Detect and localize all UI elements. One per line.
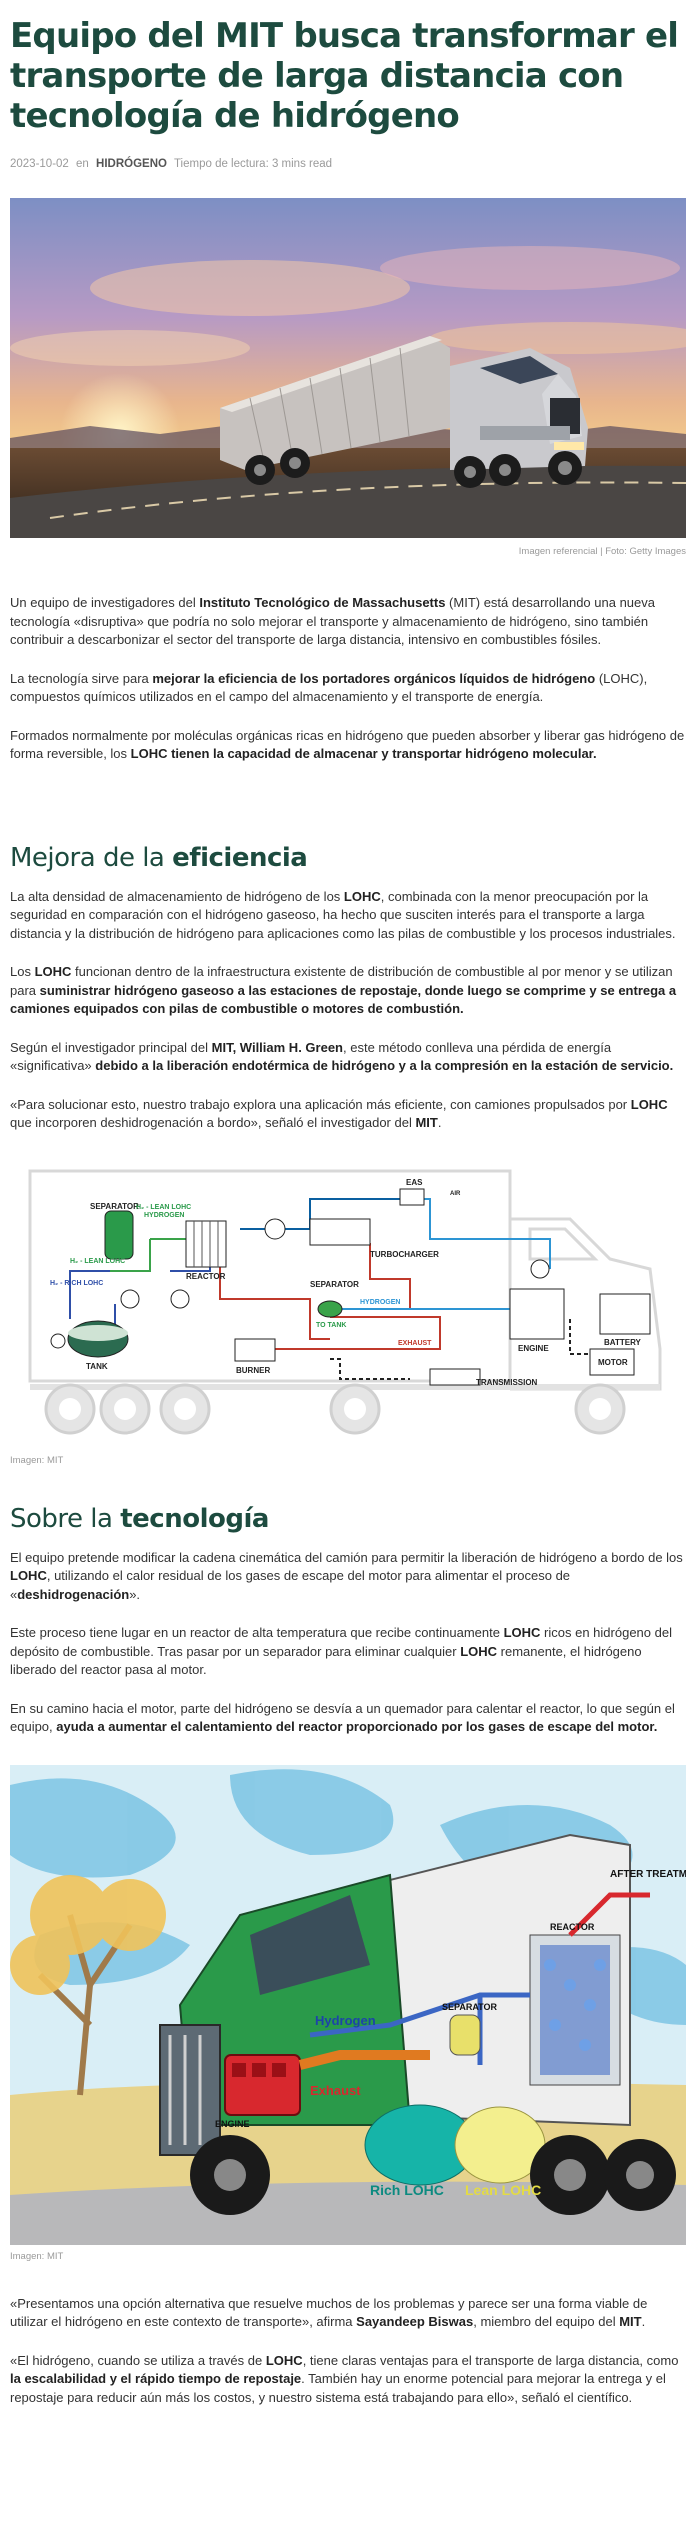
label-hydrogen-2: HYDROGEN xyxy=(360,1299,400,1306)
efficiency-paragraph-3: Según el investigador principal del MIT,… xyxy=(10,1039,674,1074)
section-heading-efficiency: Mejora de la eficiencia xyxy=(10,842,308,873)
technology-paragraph-3: En su camino hacia el motor, parte del h… xyxy=(10,1700,675,1735)
label-tank: TANK xyxy=(86,1362,108,1371)
efficiency-paragraph-4: «Para solucionar esto, nuestro trabajo e… xyxy=(10,1096,668,1131)
hero-image xyxy=(10,198,686,538)
article-meta: 2023-10-02 en HIDRÓGENO Tiempo de lectur… xyxy=(10,158,686,174)
label-h2-lean-lohc-top: H₂ - LEAN LOHC xyxy=(136,1204,191,1211)
label-air: AIR xyxy=(450,1191,461,1197)
section-heading-technology: Sobre la tecnología xyxy=(10,1503,269,1534)
article: Equipo del MIT busca transformar el tran… xyxy=(10,16,686,2405)
intro-paragraph-3: Formados normalmente por moléculas orgán… xyxy=(10,727,685,762)
label-after-treatment: AFTER TREATMENT xyxy=(610,1869,686,1880)
truck-illustration: AFTER TREATMENT REACTOR Hydrogen SEPARAT… xyxy=(10,1764,686,2245)
label-battery: BATTERY xyxy=(604,1338,642,1347)
label-burner: BURNER xyxy=(236,1366,270,1375)
diagram-caption: Imagen: MIT xyxy=(10,1454,64,1466)
illustration-caption: Imagen: MIT xyxy=(10,2250,64,2262)
label-h2-rich-lohc: H₂ - RICH LOHC xyxy=(50,1280,103,1287)
label-lean-lohc: Lean LOHC xyxy=(465,2182,541,2198)
label-exhaust: EXHAUST xyxy=(398,1340,432,1347)
efficiency-paragraph-2: Los LOHC funcionan dentro de la infraest… xyxy=(10,964,677,1016)
label-reactor-illus: REACTOR xyxy=(550,1922,595,1932)
label-separator-2: SEPARATOR xyxy=(310,1280,359,1289)
closing-paragraph-1: «Presentamos una opción alternativa que … xyxy=(10,2295,648,2330)
label-eas: EAS xyxy=(406,1178,423,1187)
label-motor: MOTOR xyxy=(598,1358,628,1367)
label-engine: ENGINE xyxy=(518,1344,549,1353)
technology-paragraph-2: Este proceso tiene lugar en un reactor d… xyxy=(10,1625,672,1677)
technology-paragraph-1: El equipo pretende modificar la cadena c… xyxy=(10,1549,683,1602)
label-h2-lean-lohc: H₂ - LEAN LOHC xyxy=(70,1258,125,1265)
label-rich-lohc: Rich LOHC xyxy=(370,2182,444,2198)
hero-caption: Imagen referencial | Foto: Getty Images xyxy=(518,546,686,557)
article-date: 2023-10-02 xyxy=(10,158,69,170)
efficiency-paragraph-1: La alta densidad de almacenamiento de hi… xyxy=(10,888,676,941)
in-label: en xyxy=(76,158,89,170)
article-title: Equipo del MIT busca transformar el tran… xyxy=(10,16,679,136)
hero-figure: Imagen referencial | Foto: Getty Images xyxy=(10,198,686,560)
label-turbocharger: TURBOCHARGER xyxy=(370,1250,439,1259)
read-time: Tiempo de lectura: 3 mins read xyxy=(173,158,333,170)
label-hydrogen-illus: Hydrogen xyxy=(315,2013,376,2028)
label-to-tank: TO TANK xyxy=(316,1322,346,1329)
label-reactor: REACTOR xyxy=(186,1272,226,1281)
label-separator-illus: SEPARATOR xyxy=(442,2002,498,2012)
label-engine-illus: ENGINE xyxy=(215,2119,250,2129)
label-hydrogen-1: HYDROGEN xyxy=(144,1212,184,1219)
category-link[interactable]: HIDRÓGENO xyxy=(96,158,167,170)
system-diagram: SEPARATOR H₂ - LEAN LOHC HYDROGEN H₂ - L… xyxy=(10,1159,686,1449)
closing-paragraph-2: «El hidrógeno, cuando se utiliza a travé… xyxy=(10,2352,679,2405)
label-transmission: TRANSMISSION xyxy=(476,1378,538,1387)
label-exhaust-illus: Exhaust xyxy=(310,2083,361,2098)
intro-paragraph-1: Un equipo de investigadores del Institut… xyxy=(10,595,655,647)
label-separator-1: SEPARATOR xyxy=(90,1202,139,1211)
intro-paragraph-2: La tecnología sirve para mejorar la efic… xyxy=(10,670,648,705)
